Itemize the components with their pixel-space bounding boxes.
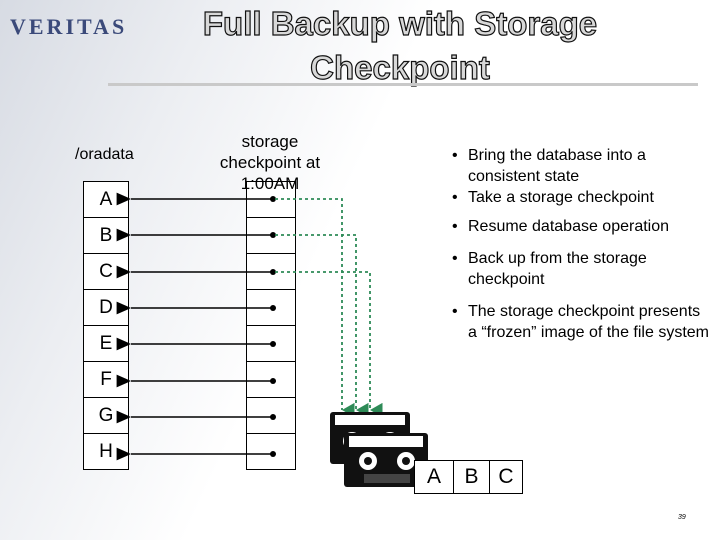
bullet-list: Bring the database into a consistent sta… (450, 145, 712, 352)
tape-block-b: B (453, 460, 490, 494)
tape-block-a: A (414, 460, 454, 494)
file-block-column: A B C D E F G H (83, 181, 129, 470)
backup-line-c (275, 271, 383, 418)
backup-dotted-lines (275, 198, 383, 418)
title-line-1: Full Backup with Storage (202, 4, 598, 42)
title-underline (108, 83, 698, 86)
tape-cartridge-icon (344, 433, 428, 487)
title-line-2: Checkpoint (310, 48, 491, 86)
tape-block-c: C (489, 460, 523, 494)
checkpoint-label-line-1: storage (241, 132, 299, 151)
pointer-dots (270, 196, 276, 457)
backup-line-b (275, 234, 369, 418)
page-number: 39 (678, 514, 686, 521)
bullet-item: Resume database operation (450, 216, 712, 237)
bullet-item: Back up from the storage checkpoint (450, 248, 712, 290)
bullet-item: Bring the database into a consistent sta… (450, 145, 712, 187)
veritas-logo: VERITAS (10, 14, 128, 39)
checkpoint-block (246, 433, 296, 470)
pointer-arrows (116, 192, 272, 461)
checkpoint-label: storage checkpoint at 1:00AM (205, 131, 335, 194)
bullet-item: The storage checkpoint presents a “froze… (450, 301, 712, 343)
backup-line-a (275, 198, 355, 418)
tape-contents: A B C (414, 460, 523, 494)
oradata-label: /oradata (75, 146, 134, 163)
bullet-item: Take a storage checkpoint (450, 187, 712, 208)
checkpoint-label-line-2: checkpoint at (219, 153, 321, 172)
file-block-b: B (83, 217, 129, 254)
file-block-e: E (83, 325, 129, 362)
checkpoint-label-line-3: 1:00AM (240, 174, 300, 193)
page-title: Full Backup with Storage Checkpoint (150, 2, 650, 90)
